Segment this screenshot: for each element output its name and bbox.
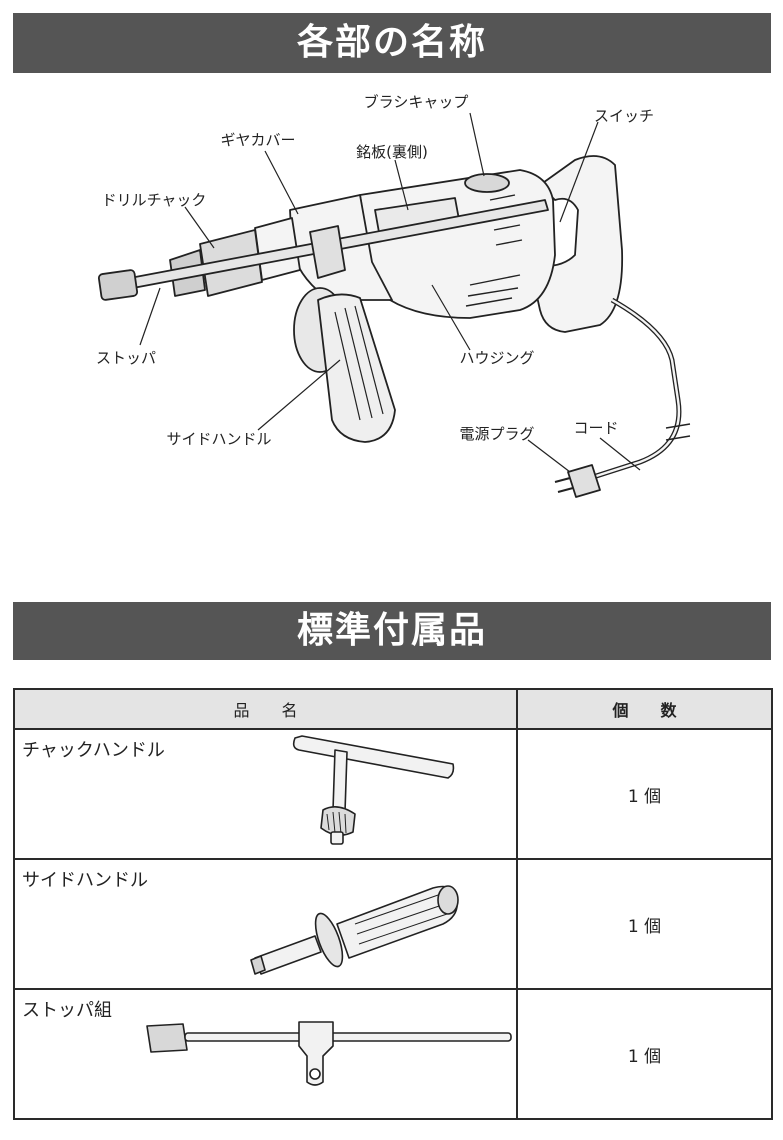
cord: [589, 297, 682, 481]
stopper-assembly-icon: [146, 1021, 512, 1086]
power-plug-body: [567, 464, 601, 498]
table-header-row: 品 名 個 数: [13, 688, 773, 730]
label-side-handle: サイドハンドル: [166, 430, 271, 448]
item-cell: チャックハンドル: [13, 728, 518, 860]
parts-section-title: 各部の名称: [13, 13, 771, 73]
brush-cap: [464, 173, 510, 193]
label-power-plug: 電源プラグ: [459, 425, 534, 443]
label-nameplate: 銘板(裏側): [356, 143, 428, 161]
table-row: チャックハンドル 1 個: [13, 728, 773, 860]
item-cell: ストッパ組: [13, 988, 518, 1120]
drill-diagram: ブラシキャップ スイッチ ギヤカバー 銘板(裏側) ドリルチャック ストッパ ハ…: [96, 93, 691, 498]
label-drill-chuck: ドリルチャック: [102, 191, 207, 209]
item-name: サイドハンドル: [22, 870, 148, 891]
chuck-key-icon: [292, 735, 455, 845]
rear-handle: [529, 155, 624, 333]
item-qty: 1 個: [516, 988, 773, 1120]
item-qty: 1 個: [516, 858, 773, 990]
item-qty: 1 個: [516, 728, 773, 860]
label-housing: ハウジング: [459, 349, 534, 367]
header-qty: 個 数: [516, 688, 773, 730]
table-row: ストッパ組 1 個: [13, 988, 773, 1120]
side-handle-icon: [250, 885, 459, 975]
item-name: ストッパ組: [22, 1000, 112, 1021]
header-name: 品 名: [13, 688, 518, 730]
label-gear-cover: ギヤカバー: [220, 131, 295, 149]
accessories-section-title: 標準付属品: [13, 602, 771, 660]
label-stopper: ストッパ: [96, 349, 156, 367]
table-row: サイドハンドル 1 個: [13, 858, 773, 990]
label-switch: スイッチ: [594, 107, 654, 125]
item-name: チャックハンドル: [22, 740, 165, 761]
accessories-table: 品 名 個 数 チャックハンドル 1 個: [13, 688, 773, 1120]
side-handle-grip: [317, 293, 396, 443]
label-brush-cap: ブラシキャップ: [364, 93, 469, 111]
item-cell: サイドハンドル: [13, 858, 518, 990]
stopper-tip: [97, 269, 139, 301]
label-cord: コード: [573, 419, 618, 437]
